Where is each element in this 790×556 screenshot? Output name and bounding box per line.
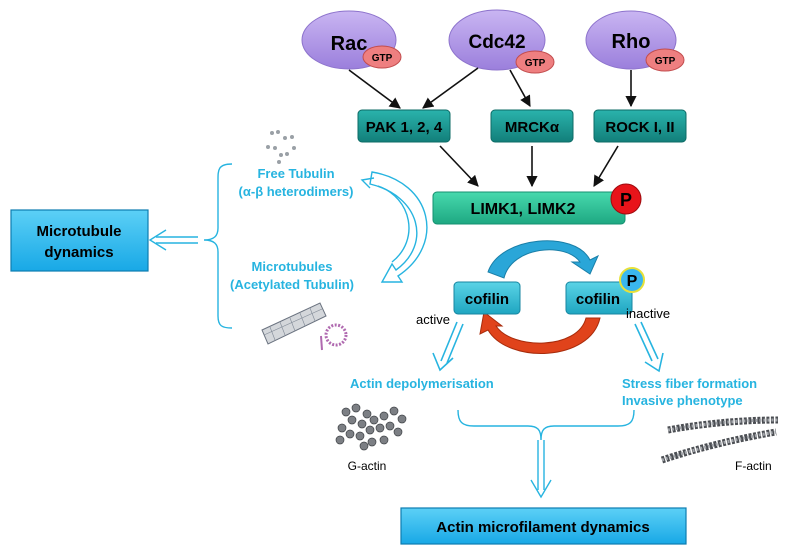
rho-gtp-label: GTP <box>655 56 676 67</box>
rac-label: Rac <box>331 33 368 55</box>
kinase-arrows <box>439 145 619 188</box>
depolymerisation-label: Actin depolymerisation <box>350 376 494 391</box>
microtubule-dynamics-line2: dynamics <box>44 244 113 261</box>
actin-microfilament-box: Actin microfilament dynamics <box>400 507 687 545</box>
microtubule-dynamics-line1: Microtubule <box>37 223 122 240</box>
rock-label: ROCK I, II <box>605 119 674 136</box>
actin-microfilament-label: Actin microfilament dynamics <box>436 519 649 536</box>
rac-gtpase: Rac GTP <box>301 10 402 70</box>
dephosphorylation-arrow <box>479 311 601 354</box>
microtubule-image <box>261 302 348 351</box>
mrck-label: MRCKα <box>505 119 560 136</box>
cofilin-inactive-label: cofilin <box>576 291 620 308</box>
gtpase-arrows <box>348 67 637 109</box>
final-arrow <box>530 440 552 499</box>
microtubules-line1: Microtubules <box>252 259 333 274</box>
outcome-bracket <box>457 409 635 441</box>
tubulin-cycle-arrow <box>360 171 428 283</box>
cofilin-output-arrows <box>432 321 664 373</box>
microtubules-line2: (Acetylated Tubulin) <box>230 277 354 292</box>
cdc42-gtp-badge <box>515 50 555 74</box>
g-actin-label: G-actin <box>348 459 387 473</box>
free-tubulin-line2: (α-β heterodimers) <box>239 184 354 199</box>
microtubule-dynamics-box: Microtubule dynamics <box>10 209 149 272</box>
free-tubulin-particles <box>266 130 296 164</box>
cofilin-active-box: cofilin <box>453 281 521 315</box>
rho-gtp-badge <box>645 48 685 72</box>
rock-box: ROCK I, II <box>593 109 687 143</box>
limk-label: LIMK1, LIMK2 <box>471 201 576 218</box>
limk-box: LIMK1, LIMK2 P <box>432 183 642 225</box>
g-actin-image <box>335 403 407 451</box>
rho-gtpase: Rho GTP <box>585 10 685 72</box>
limk-phospho-label: P <box>620 190 632 210</box>
f-actin-image <box>660 416 779 464</box>
pak-box: PAK 1, 2, 4 <box>357 109 451 143</box>
cofilin-inactive-box: cofilin P <box>565 267 645 315</box>
pak-label: PAK 1, 2, 4 <box>366 119 443 136</box>
free-tubulin-line1: Free Tubulin <box>257 166 334 181</box>
cofilin-phospho-badge <box>619 267 645 293</box>
rac-gtp-label: GTP <box>372 53 393 64</box>
rac-gtp-badge <box>362 45 402 69</box>
inactive-state-label: inactive <box>626 306 670 321</box>
mrck-box: MRCKα <box>490 109 574 143</box>
cdc42-gtpase: Cdc42 GTP <box>448 9 555 74</box>
microtubule-arrow <box>148 229 198 251</box>
phosphorylation-arrow <box>487 240 600 279</box>
tubulin-bracket <box>203 163 233 329</box>
rho-label: Rho <box>612 31 651 53</box>
cofilin-phospho-label: P <box>627 273 638 290</box>
cofilin-active-label: cofilin <box>465 291 509 308</box>
cdc42-label: Cdc42 <box>468 32 525 53</box>
f-actin-label: F-actin <box>735 459 772 473</box>
limk-phospho-badge <box>610 183 642 215</box>
stress-fiber-label: Stress fiber formation <box>622 376 757 391</box>
cdc42-gtp-label: GTP <box>525 58 546 69</box>
active-state-label: active <box>416 312 450 327</box>
invasive-phenotype-label: Invasive phenotype <box>622 393 743 408</box>
